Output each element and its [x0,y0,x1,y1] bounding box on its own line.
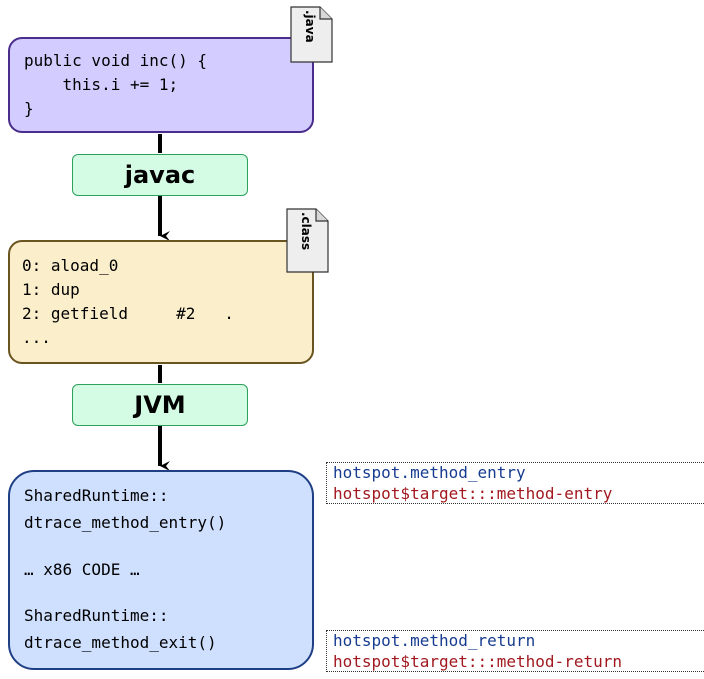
java-source-box: public void inc() { this.i += 1; } [8,37,314,133]
bytecode-box: 0: aload_0 1: dup 2: getfield #2 . ... [8,240,314,364]
native-runtime-box: SharedRuntime:: dtrace_method_entry() … … [8,470,314,670]
source-line: public void inc() { [24,51,208,70]
java-file-icon: .java [290,6,333,63]
jvm-box: JVM [72,384,248,426]
java-file-ext: .java [303,10,317,43]
runtime-line: dtrace_method_entry() [24,513,227,532]
probe-entry-target: hotspot$target:::method-entry [333,484,613,503]
runtime-line: … x86 CODE … [24,560,140,579]
runtime-line: SharedRuntime:: [24,486,169,505]
class-file-icon: .class [286,208,329,273]
probe-entry-name: hotspot.method_entry [333,463,526,482]
probe-return-name: hotspot.method_return [333,631,536,650]
probe-entry-box: hotspot.method_entry hotspot$target:::me… [326,462,704,504]
bytecode-line: 0: aload_0 [22,256,119,275]
bytecode-line: 1: dup [22,280,80,299]
javac-compiler-box: javac [72,154,248,196]
jvm-label: JVM [134,391,186,419]
runtime-line: dtrace_method_exit() [24,633,217,652]
probe-return-box: hotspot.method_return hotspot$target:::m… [326,630,704,672]
javac-label: javac [124,161,196,189]
source-line: } [24,99,34,118]
source-line: this.i += 1; [24,75,179,94]
runtime-line: SharedRuntime:: [24,606,169,625]
bytecode-line: 2: getfield #2 . [22,304,234,323]
bytecode-line: ... [22,328,51,347]
class-file-ext: .class [299,212,313,250]
probe-return-target: hotspot$target:::method-return [333,652,622,671]
